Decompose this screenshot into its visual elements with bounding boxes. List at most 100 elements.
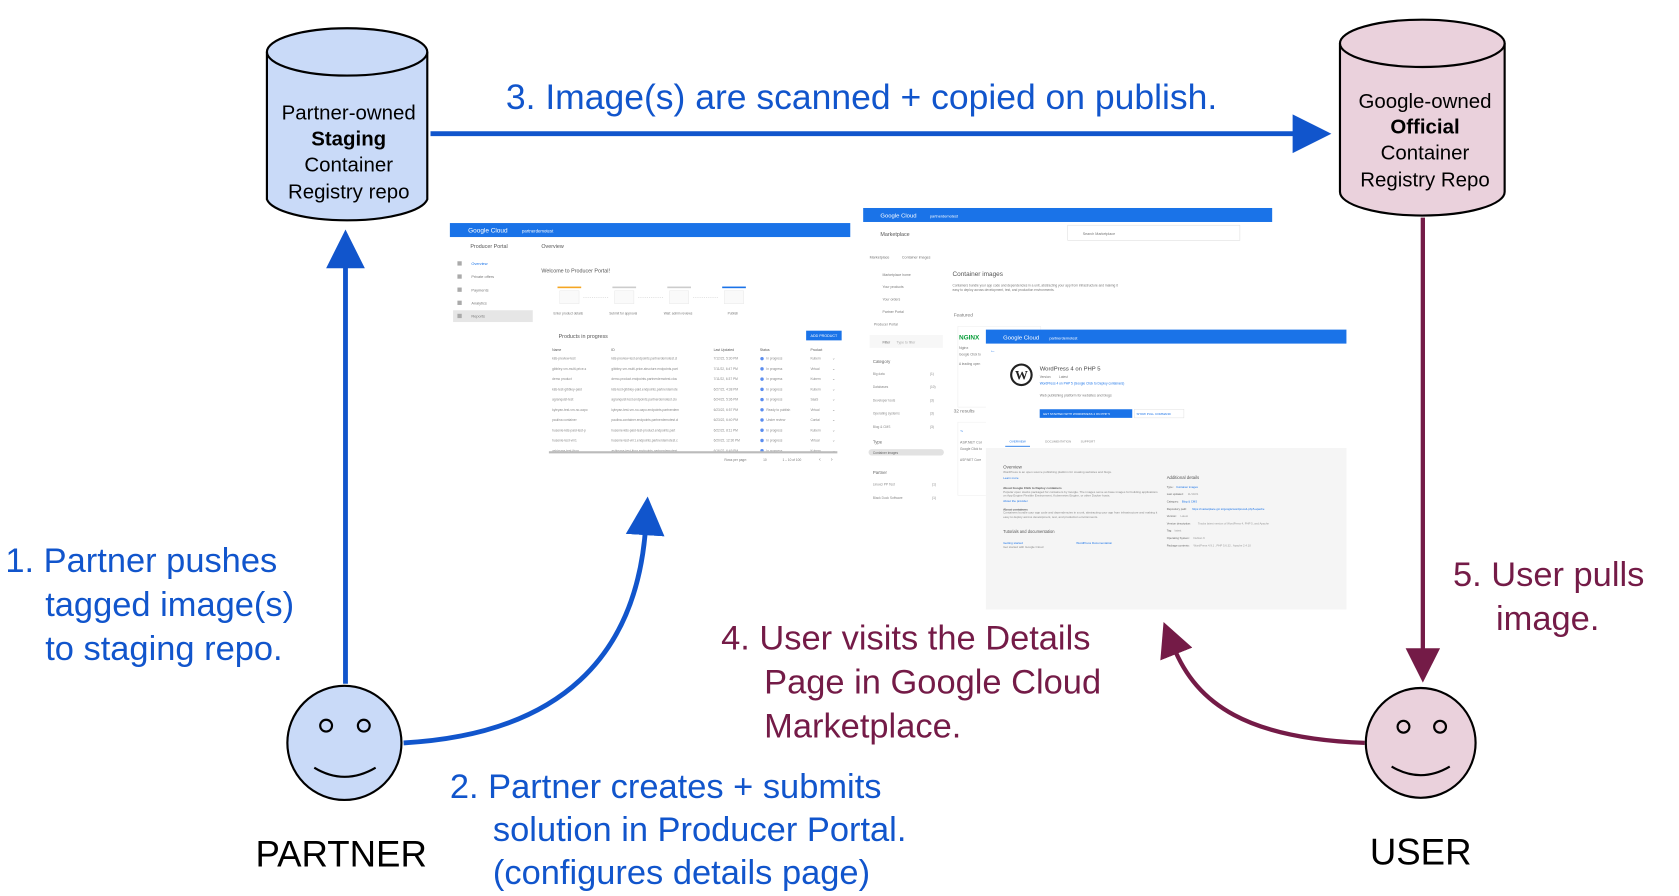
status-icon bbox=[760, 356, 764, 361]
sidebar-item-private-offers[interactable]: Private offers bbox=[471, 274, 494, 279]
detail-value[interactable]: https://marketplace.gcr.io/google/wordpr… bbox=[1192, 507, 1265, 511]
project-picker[interactable]: partnerdemotest bbox=[930, 214, 959, 219]
onboarding-step-label: Wait: admin reviews bbox=[664, 312, 693, 316]
table-cell[interactable]: gibbley-vm-multi-price-s bbox=[552, 367, 587, 371]
detail-value[interactable]: Blog & CMS bbox=[1182, 499, 1197, 503]
column-header[interactable]: Last Updated bbox=[714, 348, 735, 352]
back-arrow-icon[interactable]: ← bbox=[990, 348, 995, 354]
get-started-button[interactable] bbox=[1039, 409, 1133, 418]
column-header[interactable]: ID bbox=[611, 348, 615, 352]
category-filter[interactable]: Big data bbox=[873, 372, 885, 376]
version-select[interactable]: Latest bbox=[1059, 375, 1068, 379]
add-product-label: ADD PRODUCT bbox=[811, 334, 838, 338]
rows-per-page-label: Rows per page: bbox=[724, 458, 747, 462]
tab-overview[interactable]: OVERVIEW bbox=[1010, 440, 1026, 444]
expand-row-chevron-icon[interactable]: ⌄ bbox=[832, 408, 835, 412]
expand-row-chevron-icon[interactable]: ⌄ bbox=[832, 357, 835, 361]
table-cell[interactable]: agranquist-test bbox=[552, 398, 573, 402]
breadcrumb-item[interactable]: Marketplace bbox=[870, 256, 890, 260]
table-cell: Virtual bbox=[810, 367, 819, 371]
category-count: (3) bbox=[930, 398, 934, 402]
sidebar-item[interactable]: Your orders bbox=[883, 298, 901, 302]
partner-filter[interactable]: Black Duck Software bbox=[873, 496, 903, 500]
tutorial-link[interactable]: WordPress Documentation bbox=[1076, 540, 1113, 545]
sidebar-item-analytics[interactable]: Analytics bbox=[471, 300, 487, 305]
table-cell: In progress bbox=[766, 398, 782, 402]
table-cell[interactable]: husenie-test-vm1 bbox=[552, 439, 577, 443]
rows-per-page-select[interactable]: 10 bbox=[763, 458, 767, 462]
expand-row-chevron-icon[interactable]: ⌄ bbox=[832, 387, 835, 391]
sidebar-item-reports[interactable]: Reports bbox=[471, 314, 485, 319]
partner-filter[interactable]: Linuxci PP Test bbox=[873, 483, 895, 487]
about-containers-title: About containers bbox=[1003, 506, 1028, 512]
table-cell[interactable]: ashirsma-test-jfrog bbox=[552, 449, 579, 453]
horizontal-scrollbar[interactable] bbox=[548, 451, 838, 454]
container-images-heading: Container images bbox=[953, 271, 1003, 278]
sidebar-item[interactable]: Partner Portal bbox=[883, 310, 904, 314]
sidebar-item-payments[interactable]: Payments bbox=[471, 287, 488, 292]
detail-key: Type: bbox=[1167, 485, 1174, 489]
tab-support[interactable]: SUPPORT bbox=[1081, 440, 1096, 444]
category-filter[interactable]: Databases bbox=[873, 385, 889, 389]
table-cell[interactable]: demo product bbox=[552, 377, 572, 381]
next-page-button[interactable]: › bbox=[831, 457, 833, 463]
table-cell: gibbley-vm-multi-price-structure.endpoin… bbox=[611, 367, 677, 371]
sidebar-item-overview[interactable]: Overview bbox=[471, 261, 487, 266]
table-cell: ashirsma-test-jfrog.endpoints.partnerdem… bbox=[611, 449, 677, 453]
learn-more-link[interactable]: Learn more bbox=[1003, 475, 1019, 480]
status-icon bbox=[760, 367, 764, 371]
overview-title: Overview bbox=[1003, 464, 1023, 469]
table-cell[interactable]: paulina container bbox=[552, 418, 577, 422]
filter-input[interactable] bbox=[869, 334, 943, 348]
partner-title: Partner bbox=[873, 470, 888, 475]
breadcrumb-item[interactable]: Container images bbox=[902, 256, 931, 260]
add-product-button[interactable] bbox=[806, 330, 842, 341]
category-filter[interactable]: Blog & CMS bbox=[873, 425, 891, 429]
table-cell[interactable]: k8s-preview-test bbox=[552, 357, 576, 361]
step-illustration bbox=[559, 290, 580, 304]
column-header[interactable]: Product bbox=[810, 348, 822, 352]
expand-row-chevron-icon[interactable]: ⌄ bbox=[832, 418, 835, 422]
nav-icon bbox=[457, 274, 462, 279]
expand-row-chevron-icon[interactable]: ⌄ bbox=[832, 439, 835, 443]
column-header[interactable]: Name bbox=[552, 348, 561, 352]
sidebar-item[interactable]: Marketplace home bbox=[883, 273, 911, 277]
product-link[interactable]: WordPress 4 on PHP 5 (Google Click to De… bbox=[1040, 381, 1125, 385]
table-cell[interactable]: kyleyan-test-vm-no-oapo bbox=[552, 408, 588, 412]
result-card[interactable] bbox=[957, 421, 991, 496]
tutorial-link[interactable]: Getting started bbox=[1003, 540, 1023, 545]
table-cell: 6/22/22, 8:11 PM bbox=[714, 428, 739, 432]
table-cell[interactable]: k8s-test-gibbley-paid bbox=[552, 387, 582, 391]
filter-label: Filter bbox=[883, 341, 891, 345]
sidebar-item[interactable]: Your products bbox=[883, 285, 904, 289]
table-cell: 6/27/22, 4:38 PM bbox=[714, 387, 739, 391]
table-cell: Kubern bbox=[810, 449, 821, 453]
expand-row-chevron-icon[interactable]: ⌄ bbox=[832, 377, 835, 381]
tab-documentation[interactable]: DOCUMENTATION bbox=[1045, 440, 1071, 444]
category-filter[interactable]: Developer tools bbox=[873, 398, 896, 402]
type-chip[interactable] bbox=[868, 449, 944, 456]
featured-card-desc: A leading open bbox=[959, 362, 981, 366]
step1-line: to staging repo. bbox=[45, 630, 282, 668]
gc-brand: Google Cloud bbox=[468, 228, 508, 235]
expand-row-chevron-icon[interactable]: ⌄ bbox=[832, 449, 835, 453]
table-cell: k8s-preview-test.endpoints.partnerdemote… bbox=[611, 357, 677, 361]
expand-row-chevron-icon[interactable]: ⌄ bbox=[832, 367, 835, 371]
table-cell[interactable]: husenie-k8s-paid-test-p bbox=[552, 428, 586, 432]
expand-row-chevron-icon[interactable]: ⌄ bbox=[832, 398, 835, 402]
user-face-icon bbox=[1364, 686, 1477, 799]
search-input[interactable] bbox=[1067, 224, 1241, 241]
about-provider-link[interactable]: About the provider bbox=[1003, 498, 1028, 503]
prev-page-button[interactable]: ‹ bbox=[819, 457, 821, 463]
nav-icon bbox=[457, 287, 462, 292]
column-header[interactable]: Status bbox=[760, 348, 770, 352]
project-picker[interactable]: partnerdemotest bbox=[1049, 335, 1078, 340]
detail-value[interactable]: Container images bbox=[1176, 485, 1198, 489]
show-pull-command-button[interactable] bbox=[1134, 409, 1185, 419]
official-repo-line: Container bbox=[1381, 142, 1470, 165]
project-picker[interactable]: partnerdemotest bbox=[522, 229, 554, 234]
sidebar-item[interactable]: Producer Portal bbox=[874, 322, 898, 326]
detail-value: Latest bbox=[1180, 514, 1188, 518]
expand-row-chevron-icon[interactable]: ⌄ bbox=[832, 428, 835, 432]
category-filter[interactable]: Operating systems bbox=[873, 412, 900, 416]
